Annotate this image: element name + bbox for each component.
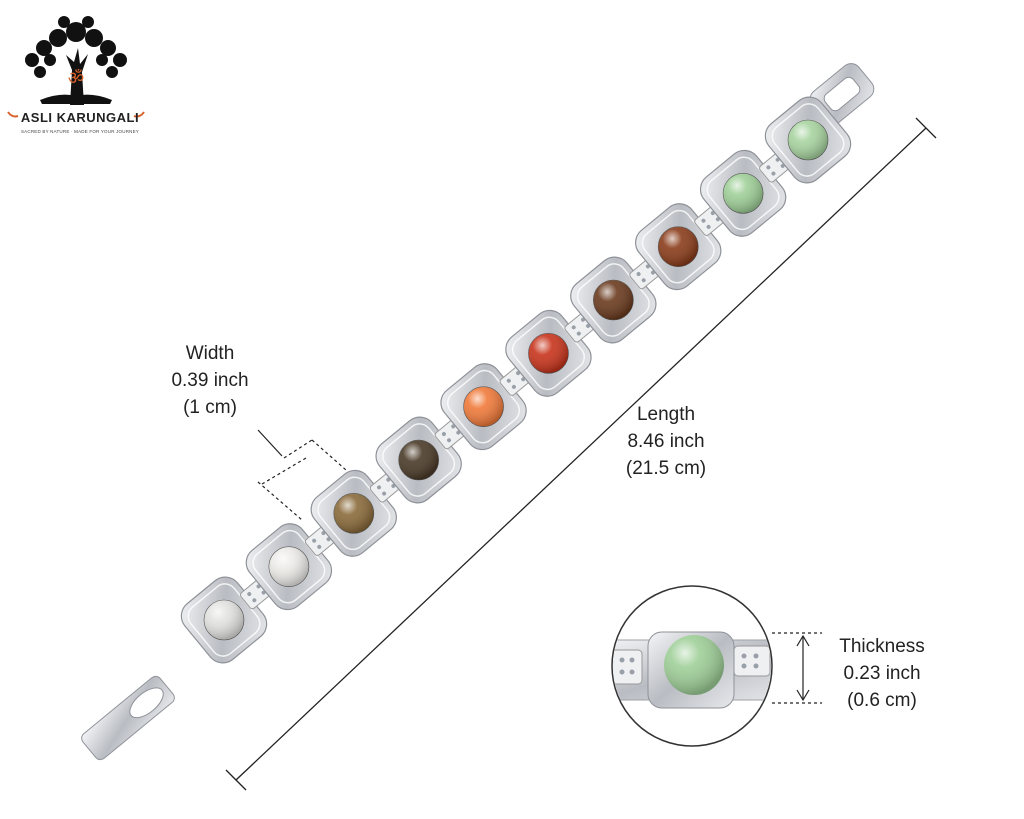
thickness-dimension-marker (772, 632, 822, 704)
thickness-label: Thickness 0.23 inch (0.6 cm) (820, 633, 944, 714)
logo-ribbon-right (133, 111, 145, 118)
om-symbol-icon: ॐ (68, 68, 84, 89)
width-dimension-marker (257, 429, 347, 521)
length-metric: (21.5 cm) (625, 458, 707, 479)
brand-tagline: SACRED BY NATURE · MADE FOR YOUR JOURNEY (20, 129, 139, 134)
width-metric: (1 cm) (183, 397, 237, 418)
logo-ribbon-left (7, 111, 19, 118)
length-imperial: 8.46 inch (627, 431, 705, 452)
clasp (81, 675, 175, 761)
brand-name: ASLI KARUNGALI (20, 110, 140, 125)
width-label: Width 0.39 inch (1 cm) (150, 340, 270, 421)
thickness-inset (611, 585, 822, 747)
thickness-imperial: 0.23 inch (843, 663, 921, 684)
thickness-title: Thickness (839, 636, 925, 657)
length-label: Length 8.46 inch (21.5 cm) (596, 401, 736, 482)
tree-icon (25, 16, 127, 105)
bracelet (81, 63, 875, 761)
length-dimension-line (225, 117, 937, 791)
width-title: Width (185, 343, 235, 364)
thickness-metric: (0.6 cm) (847, 690, 917, 711)
length-title: Length (636, 404, 696, 425)
width-imperial: 0.39 inch (171, 370, 249, 391)
brand-logo: ॐ (7, 16, 145, 118)
